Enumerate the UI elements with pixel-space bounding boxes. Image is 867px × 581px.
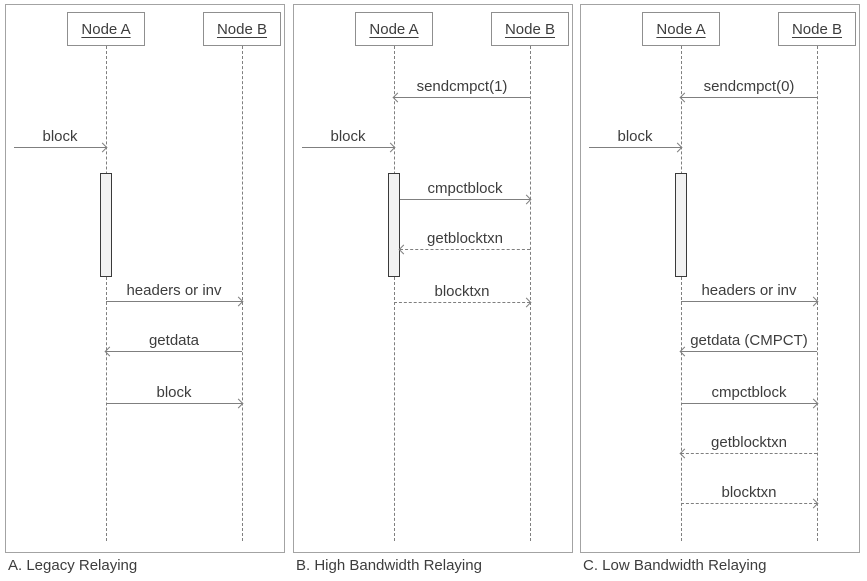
message-label: sendcmpct(0): [703, 78, 795, 95]
node-b-box: Node B: [203, 12, 281, 46]
message-label: cmpctblock: [711, 384, 787, 401]
activation-bar-node-a: [100, 173, 112, 277]
message-label: blocktxn: [721, 484, 777, 501]
lifeline-node-b: [242, 46, 243, 541]
message-label: getblocktxn: [427, 230, 503, 247]
message-label: cmpctblock: [427, 180, 503, 197]
message-block-incoming: block: [14, 128, 108, 153]
lifeline-node-a: [106, 46, 107, 541]
panel-caption-low-bandwidth: C. Low Bandwidth Relaying: [583, 557, 767, 574]
lifeline-node-b: [817, 46, 818, 541]
panel-high-bandwidth-relaying: Node A Node B sendcmpct(1) block cmpctbl…: [293, 4, 573, 553]
activation-bar-node-a: [388, 173, 400, 277]
message-headers-or-inv: headers or inv: [681, 282, 819, 307]
node-b-label: Node B: [216, 20, 268, 38]
message-sendcmpct-1: sendcmpct(1): [392, 78, 530, 103]
message-blocktxn: blocktxn: [681, 484, 819, 509]
node-a-label: Node A: [369, 20, 419, 38]
lifeline-node-b: [530, 46, 531, 541]
message-getdata-cmpct: getdata (CMPCT): [679, 332, 817, 357]
node-b-label: Node B: [791, 20, 843, 38]
message-label: block: [156, 384, 192, 401]
message-label: block: [617, 128, 653, 145]
message-cmpctblock: cmpctblock: [681, 384, 819, 409]
panel-caption-high-bandwidth: B. High Bandwidth Relaying: [296, 557, 482, 574]
message-label: getdata: [148, 332, 200, 349]
panel-low-bandwidth-relaying: Node A Node B sendcmpct(0) block headers…: [580, 4, 860, 553]
node-b-box: Node B: [778, 12, 856, 46]
message-getdata: getdata: [104, 332, 242, 357]
message-label: blocktxn: [434, 283, 490, 300]
message-label: headers or inv: [701, 282, 797, 299]
message-label: block: [42, 128, 78, 145]
message-getblocktxn: getblocktxn: [679, 434, 817, 459]
panel-legacy-relaying: Node A Node B block headers or inv getda…: [5, 4, 285, 553]
message-block-incoming: block: [302, 128, 396, 153]
lifeline-node-a: [681, 46, 682, 541]
node-a-box: Node A: [67, 12, 145, 46]
message-cmpctblock: cmpctblock: [400, 180, 532, 205]
activation-bar-node-a: [675, 173, 687, 277]
node-a-box: Node A: [642, 12, 720, 46]
message-label: headers or inv: [126, 282, 222, 299]
node-b-box: Node B: [491, 12, 569, 46]
message-label: getblocktxn: [711, 434, 787, 451]
node-a-label: Node A: [81, 20, 131, 38]
message-blocktxn: blocktxn: [394, 283, 532, 308]
message-label: block: [330, 128, 366, 145]
message-block-incoming: block: [589, 128, 683, 153]
panel-caption-legacy: A. Legacy Relaying: [8, 557, 138, 574]
lifeline-node-a: [394, 46, 395, 541]
message-block-relay: block: [106, 384, 244, 409]
message-getblocktxn: getblocktxn: [398, 230, 530, 255]
message-label: sendcmpct(1): [416, 78, 508, 95]
node-b-label: Node B: [504, 20, 556, 38]
message-sendcmpct-0: sendcmpct(0): [679, 78, 817, 103]
node-a-label: Node A: [656, 20, 706, 38]
message-label: getdata (CMPCT): [690, 332, 808, 349]
node-a-box: Node A: [355, 12, 433, 46]
message-headers-or-inv: headers or inv: [106, 282, 244, 307]
